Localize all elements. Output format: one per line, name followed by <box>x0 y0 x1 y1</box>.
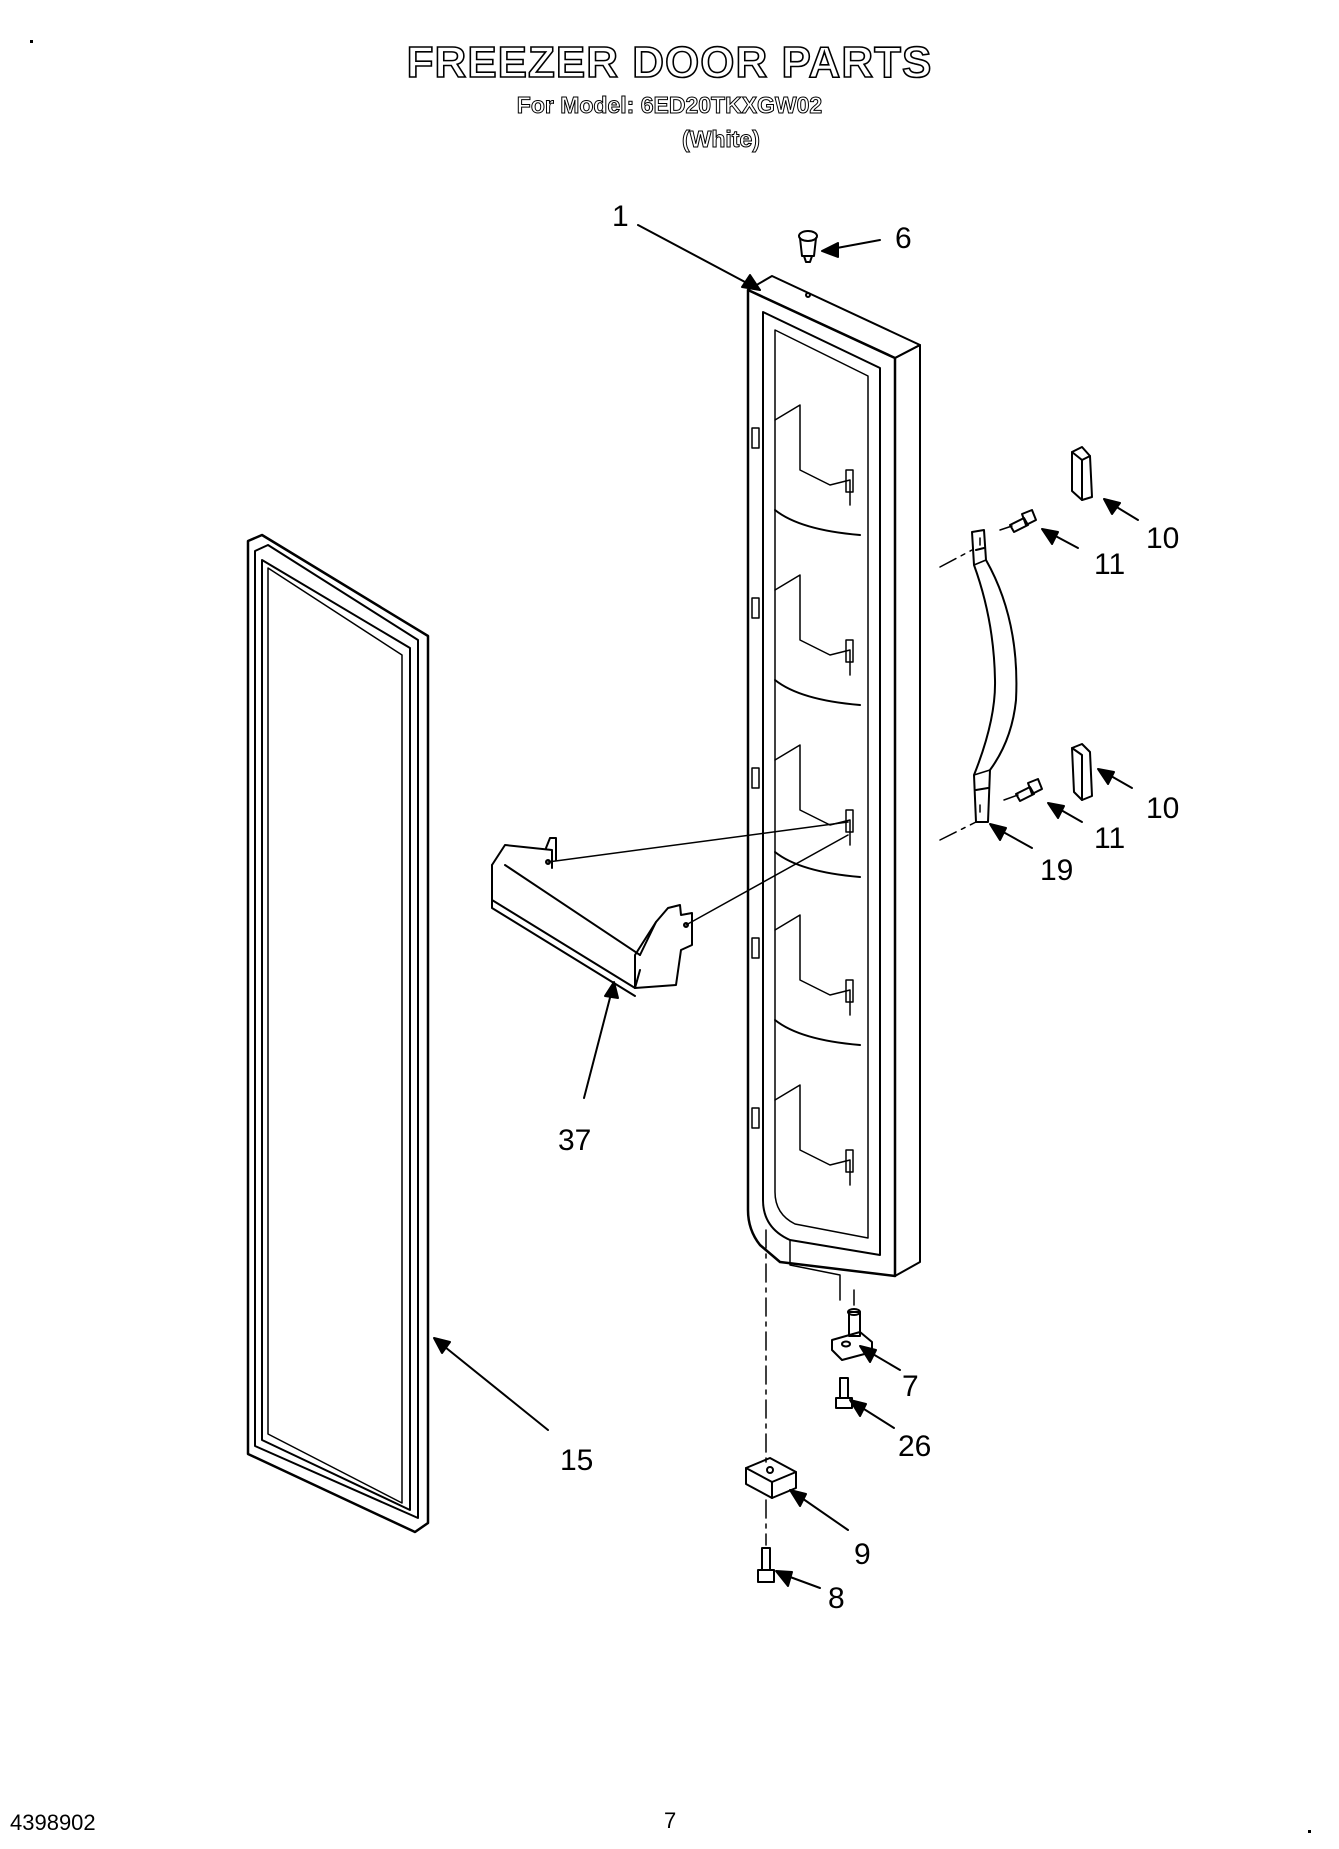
bin-alignment-line-upper <box>685 834 849 926</box>
alignment-lines <box>765 525 1019 1546</box>
callout-7: 7 <box>902 1370 919 1403</box>
handle-insert-bottom <box>1071 743 1093 801</box>
bottom-hinge <box>745 1457 797 1499</box>
callout-6: 6 <box>895 222 912 255</box>
callout-10-bottom: 10 <box>1146 792 1179 825</box>
page-title: FREEZER DOOR PARTS <box>406 37 933 88</box>
callout-11-top: 11 <box>1094 548 1125 581</box>
color-line: (White) <box>682 126 761 153</box>
stray-mark-top-left <box>30 40 33 43</box>
callout-10-top: 10 <box>1146 522 1179 555</box>
hinge-screw <box>835 1377 853 1409</box>
bottom-hinge-screw <box>757 1547 775 1583</box>
bin-alignment-line-lower <box>547 821 849 863</box>
door-plug <box>798 230 818 263</box>
callout-37: 37 <box>558 1124 591 1157</box>
model-line: For Model: 6ED20TKXGW02 <box>516 92 823 119</box>
callout-26: 26 <box>898 1430 931 1463</box>
freezer-door <box>746 275 921 1301</box>
callout-arrows <box>433 224 1139 1589</box>
callout-19: 19 <box>1040 854 1073 887</box>
handle-insert-top <box>1071 446 1093 501</box>
door-handle <box>971 529 1018 823</box>
callout-15: 15 <box>560 1444 593 1477</box>
callout-1: 1 <box>612 200 629 233</box>
handle-screw-bottom <box>1015 778 1043 802</box>
callout-9: 9 <box>854 1538 871 1571</box>
callout-11-bottom: 11 <box>1094 822 1125 855</box>
handle-screw-top <box>1009 509 1037 533</box>
page-number: 7 <box>664 1808 677 1833</box>
stray-mark-bottom-right <box>1308 1830 1311 1833</box>
document-number: 4398902 <box>10 1810 96 1835</box>
callout-8: 8 <box>828 1582 845 1615</box>
door-gasket <box>246 533 430 1534</box>
door-bin <box>491 837 693 997</box>
